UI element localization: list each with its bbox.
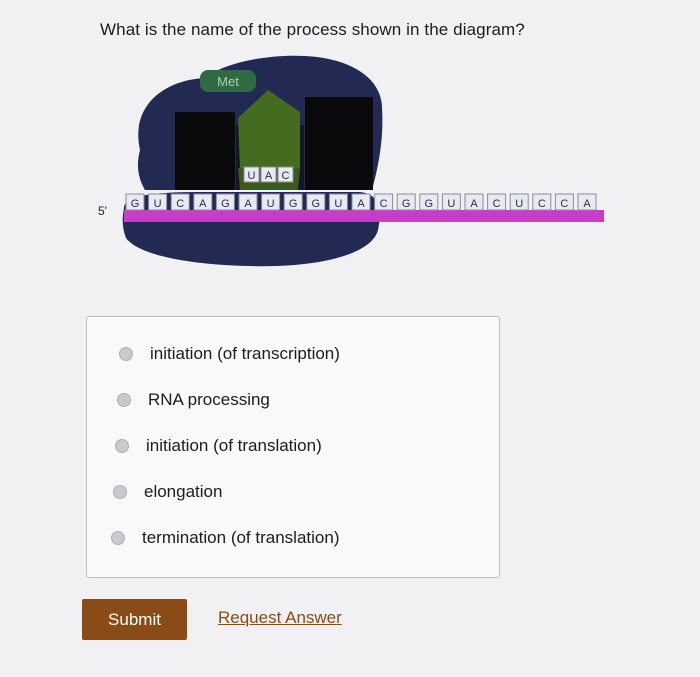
anticodon-base-label: C [282, 170, 290, 182]
option-rna-processing[interactable]: RNA processing [117, 390, 270, 410]
option-label: termination (of translation) [142, 528, 340, 547]
mrna-base-label: G [312, 198, 321, 210]
mrna-base-tile [374, 193, 394, 211]
mrna-base-tile [170, 193, 190, 211]
mrna-base-tile [193, 193, 213, 211]
mrna-base-label: G [289, 198, 298, 210]
mrna-base-tile [351, 193, 371, 211]
option-label: initiation (of transcription) [150, 344, 340, 363]
option-label: RNA processing [148, 390, 270, 409]
mrna-base-label: A [583, 198, 591, 210]
mrna-base-tile [441, 193, 461, 211]
radio-button[interactable] [113, 485, 127, 499]
a-site [305, 97, 373, 190]
mrna-base-label: G [221, 198, 230, 210]
mrna-base-tile [509, 193, 529, 211]
mrna-base-tile [554, 193, 574, 211]
option-label: elongation [144, 482, 223, 501]
anticodon-base-label: U [248, 170, 256, 182]
mrna-base-label: U [334, 198, 342, 210]
mrna-base-tile [306, 193, 326, 211]
mrna-backbone [124, 210, 604, 222]
mrna-base-label: U [515, 198, 523, 210]
mrna-base-label: C [538, 198, 546, 210]
met-label: Met [217, 74, 239, 89]
anticodon-base-tile [260, 166, 277, 183]
question-text: What is the name of the process shown in… [100, 20, 525, 39]
mrna-base-tile [328, 193, 348, 211]
options-card: initiation (of transcription) RNA proces… [86, 316, 500, 578]
request-answer-link[interactable]: Request Answer [218, 608, 342, 627]
radio-button[interactable] [111, 531, 125, 545]
anticodon-base-tile [277, 166, 294, 183]
mrna-base-label: C [560, 198, 568, 210]
mrna-base-tile [464, 193, 484, 211]
mrna-base-tile [125, 193, 145, 211]
mrna-base-label: G [402, 198, 411, 210]
mrna-base-tile [487, 193, 507, 211]
mrna-base-label: U [267, 198, 275, 210]
met-amino-acid [200, 70, 256, 92]
mrna-base-label: C [493, 198, 501, 210]
mrna-base-tile [283, 193, 303, 211]
option-initiation-transcription[interactable]: initiation (of transcription) [119, 344, 340, 364]
option-initiation-translation[interactable]: initiation (of translation) [115, 436, 322, 456]
mrna-base-label: G [131, 198, 140, 210]
mrna-base-tile [215, 193, 235, 211]
mrna-base-label: C [380, 198, 388, 210]
mrna-base-tile [419, 193, 439, 211]
mrna-base-label: A [357, 198, 365, 210]
trna-stem [238, 90, 300, 168]
anticodon-base-label: A [265, 170, 273, 182]
mrna-base-tile [532, 193, 552, 211]
anticodon-base-tile [243, 166, 260, 183]
mrna-base-tile [238, 193, 258, 211]
mrna-base-tile [261, 193, 281, 211]
mrna-base-label: A [244, 198, 252, 210]
mrna-base-tile [148, 193, 168, 211]
option-termination-translation[interactable]: termination (of translation) [111, 528, 339, 548]
five-prime-label: 5' [98, 204, 107, 218]
option-elongation[interactable]: elongation [113, 482, 222, 502]
mrna-base-tile [396, 193, 416, 211]
mrna-base-label: A [470, 198, 478, 210]
mrna-base-label: A [199, 198, 207, 210]
mrna-base-label: U [154, 198, 162, 210]
submit-button[interactable]: Submit [82, 599, 187, 640]
radio-button[interactable] [117, 393, 131, 407]
mrna-base-label: U [447, 198, 455, 210]
mrna-base-tile [577, 193, 597, 211]
p-site [175, 112, 235, 190]
option-label: initiation (of translation) [146, 436, 322, 455]
mrna-base-label: G [425, 198, 434, 210]
mrna-base-label: C [176, 198, 184, 210]
radio-button[interactable] [115, 439, 129, 453]
radio-button[interactable] [119, 347, 133, 361]
